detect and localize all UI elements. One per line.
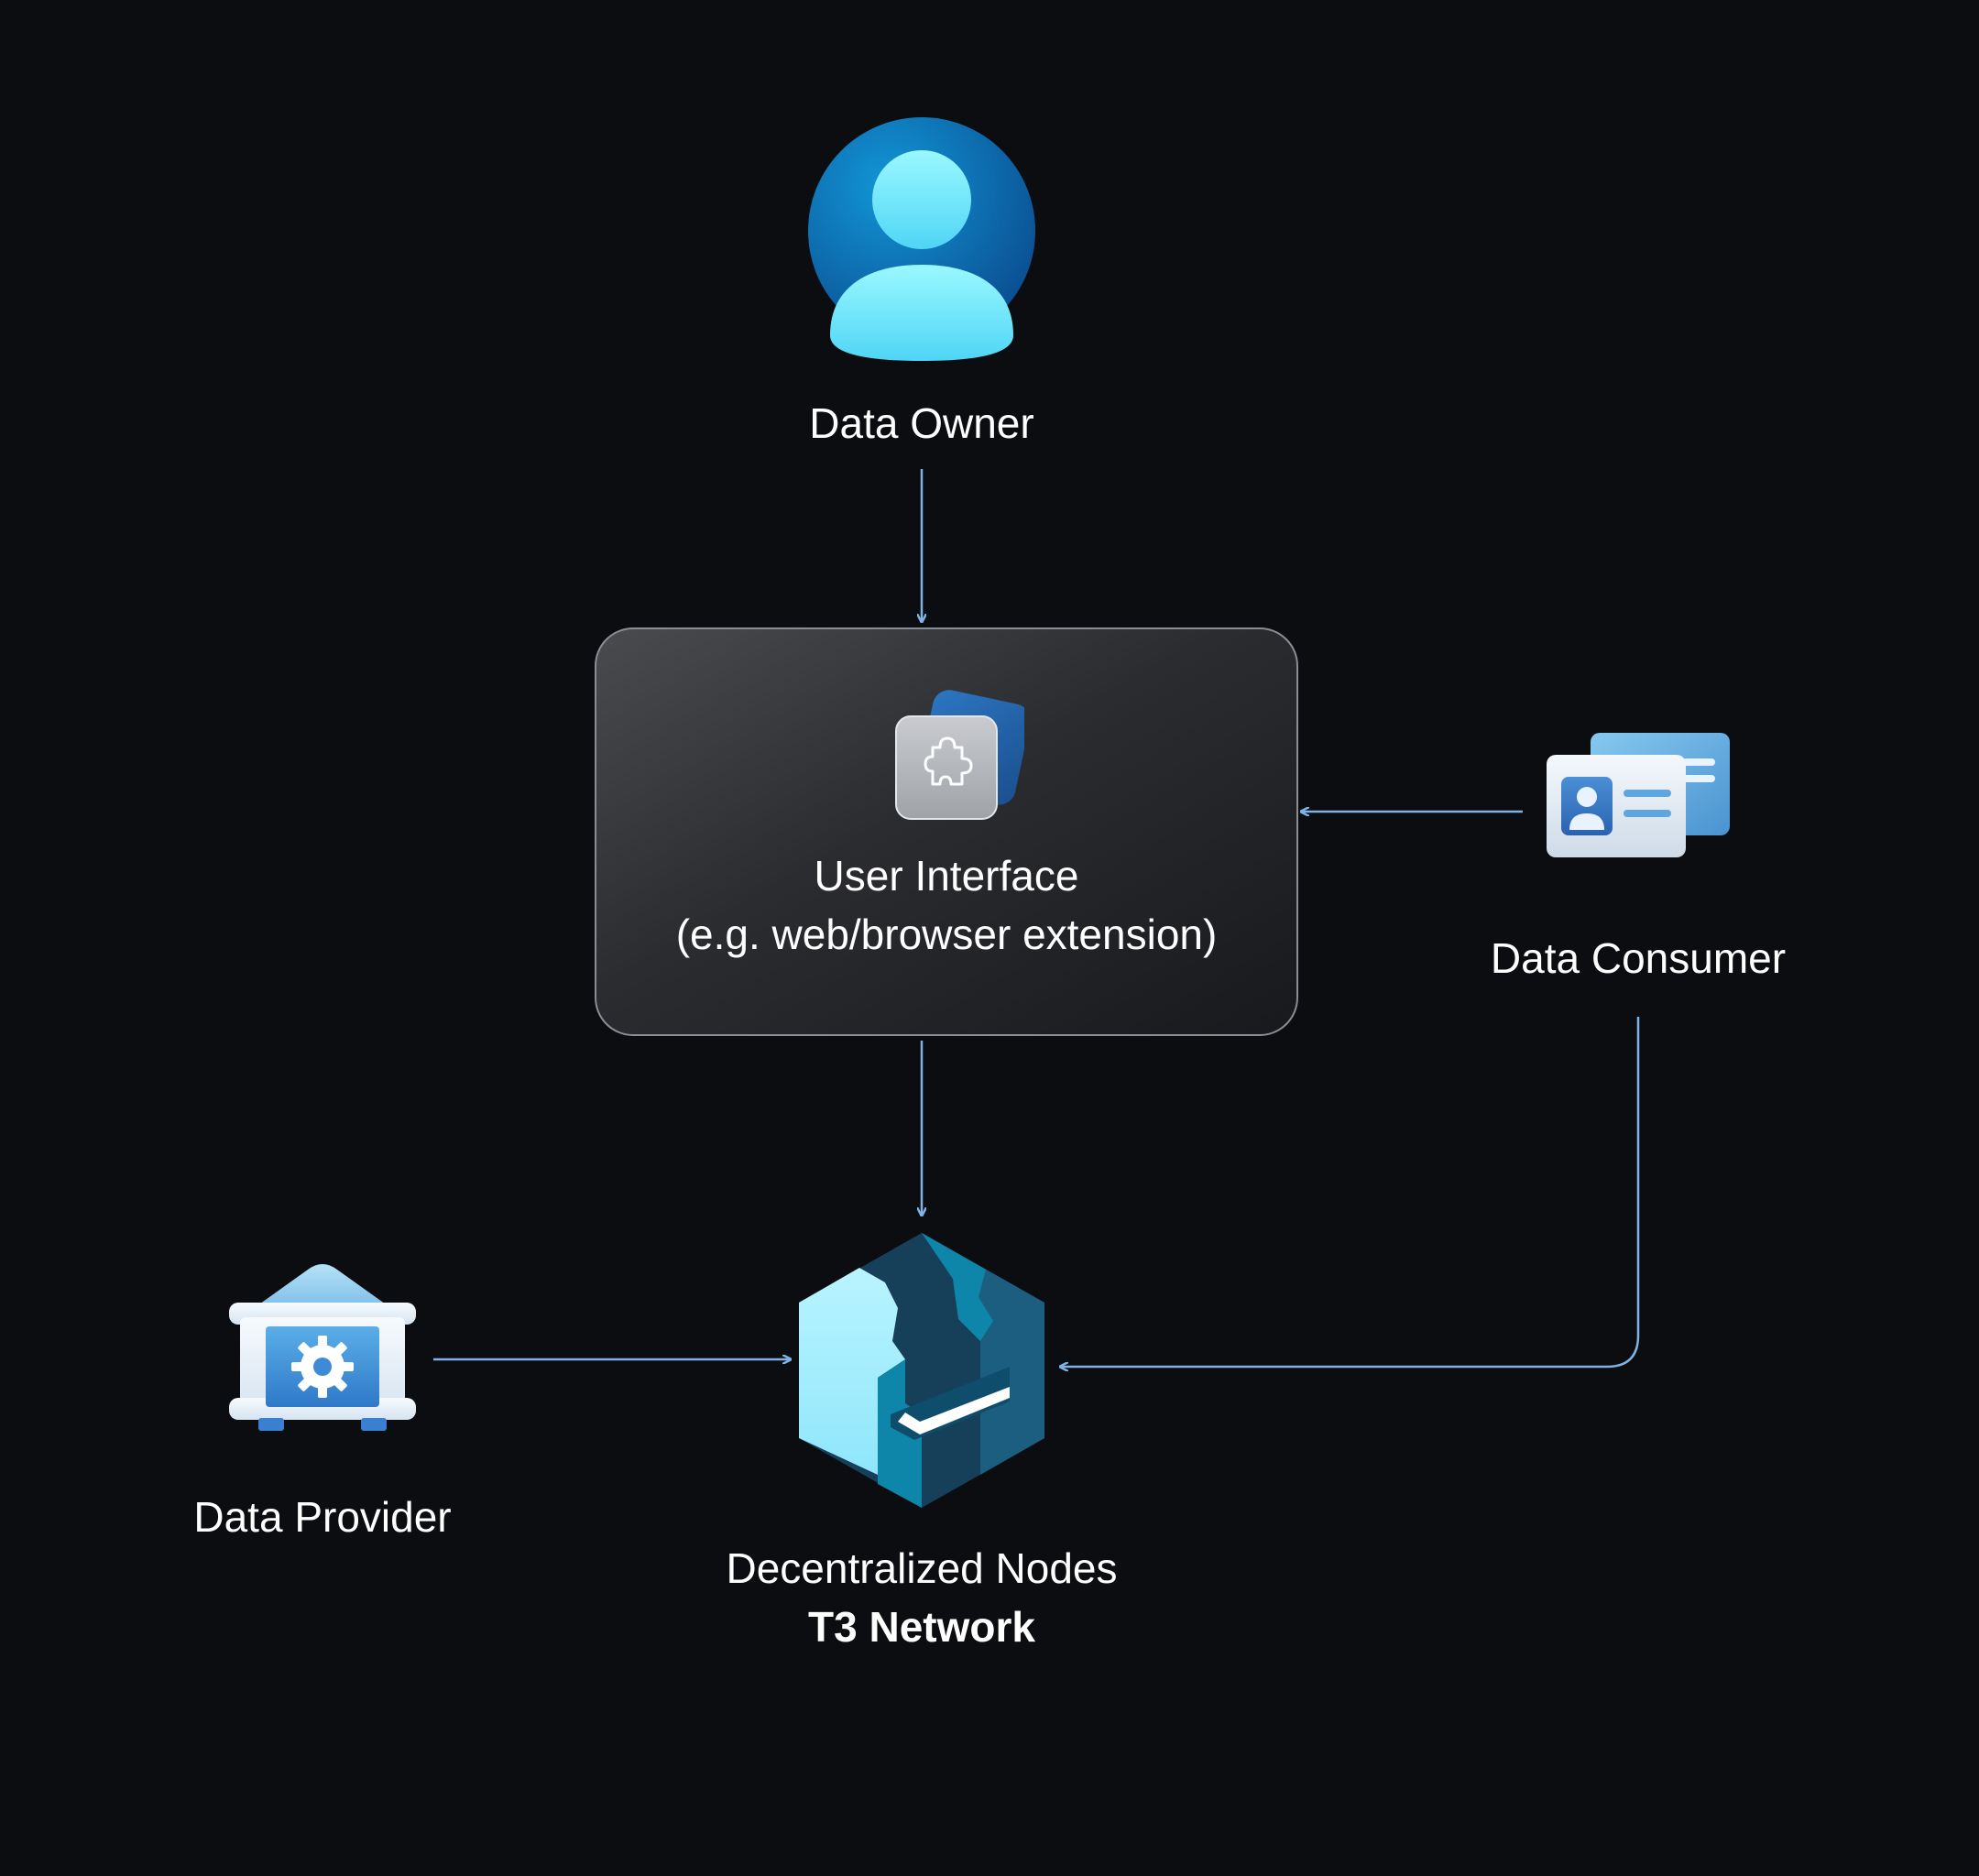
t3-hexagon-logo-icon (799, 1233, 1044, 1508)
user-interface-subtitle: (e.g. web/browser extension) (675, 911, 1218, 958)
arrow-consumer-to-nodes (1061, 1017, 1640, 1367)
decentralized-nodes-label: Decentralized Nodes (726, 1544, 1118, 1592)
puzzle-extension-icon (895, 690, 1024, 820)
t3-network-label: T3 Network (808, 1603, 1035, 1651)
data-owner-label: Data Owner (809, 399, 1034, 447)
user-avatar-icon (808, 117, 1035, 361)
data-provider-label: Data Provider (193, 1493, 452, 1541)
user-interface-title: User Interface (814, 852, 1079, 900)
data-consumer-label: Data Consumer (1490, 934, 1787, 982)
id-cards-icon (1547, 733, 1730, 857)
bank-gear-icon (229, 1264, 416, 1431)
